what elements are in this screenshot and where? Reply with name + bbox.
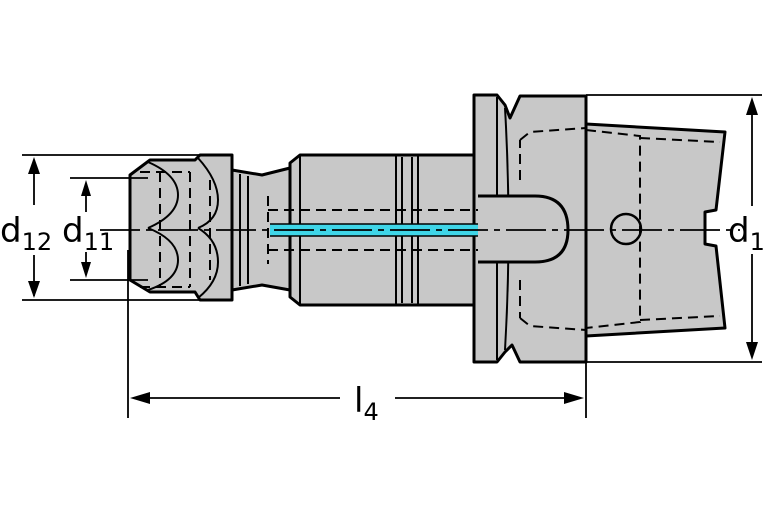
- dimension-lines: [22, 94, 762, 418]
- dim-label-d11: d11: [62, 211, 114, 256]
- cross-hole: [609, 212, 643, 246]
- dimension-arrowheads: [28, 97, 758, 404]
- dim-label-d12: d12: [0, 211, 52, 256]
- collet-nut: [128, 153, 234, 302]
- dim-label-l4: l4: [354, 381, 379, 426]
- collet-nut-details: [147, 157, 249, 299]
- drive-slot: [478, 194, 570, 264]
- dim-label-d1: d1: [728, 211, 765, 256]
- coolant-channel: [270, 223, 478, 237]
